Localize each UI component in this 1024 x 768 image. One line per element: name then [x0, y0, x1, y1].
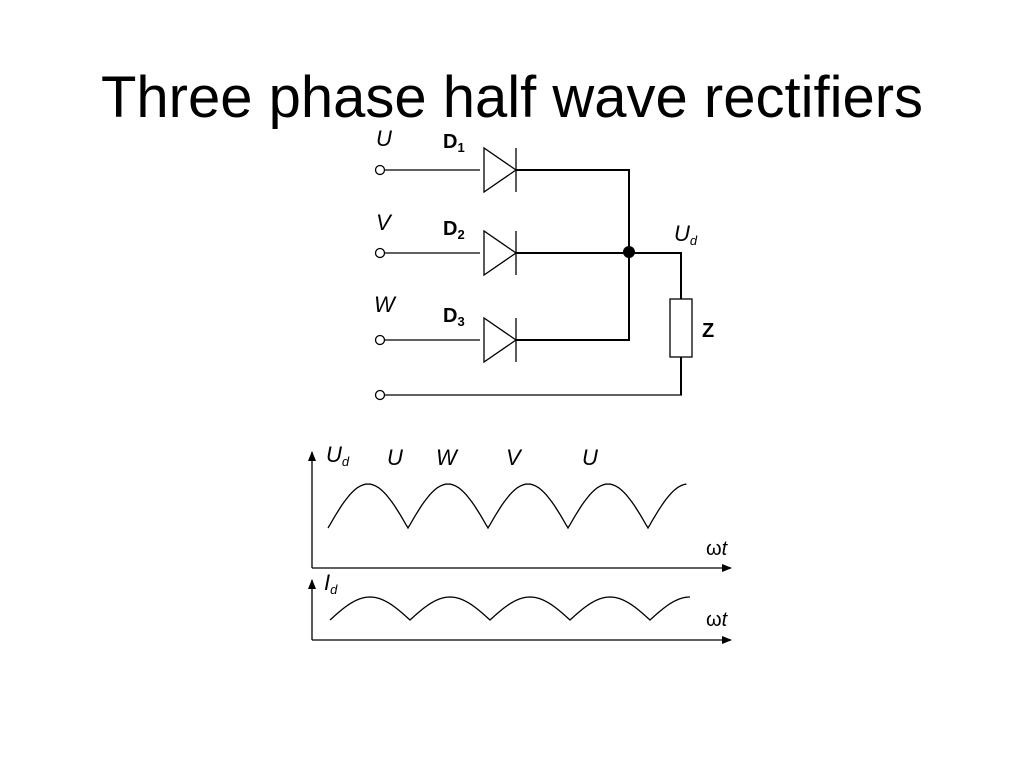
- circuit: U D1 V D2 W: [374, 126, 714, 401]
- slide-title: Three phase half wave rectifiers: [100, 65, 924, 130]
- terminal-v: [374, 247, 386, 259]
- diode-d3-icon: [483, 316, 518, 364]
- diode-label-d3: D3: [443, 305, 465, 329]
- voltage-phase-label-2: W: [436, 445, 459, 470]
- voltage-phase-label-3: V: [506, 445, 523, 470]
- terminal-neutral: [374, 389, 386, 401]
- load-resistor-icon: [669, 298, 693, 358]
- phase-label-w: W: [374, 292, 397, 317]
- diode-label-d1: D1: [443, 131, 465, 155]
- current-plot: Id ωt: [308, 570, 732, 644]
- current-waveform: [329, 596, 690, 621]
- voltage-x-label: ωt: [706, 538, 729, 560]
- phase-row-w: W D3: [374, 292, 629, 364]
- current-y-label: Id: [324, 570, 338, 597]
- phase-label-u: U: [376, 126, 392, 151]
- phase-label-v: V: [376, 210, 393, 235]
- terminal-w: [374, 334, 386, 346]
- voltage-phase-label-4: U: [582, 445, 598, 470]
- diode-d2-icon: [483, 229, 518, 277]
- terminal-u: [374, 164, 386, 176]
- voltage-waveform: [327, 483, 687, 530]
- load-label: Z: [702, 320, 714, 342]
- current-x-label: ωt: [706, 609, 729, 631]
- voltage-plot: Ud U W V U ωt: [308, 442, 732, 572]
- phase-row-u: U D1: [374, 126, 629, 194]
- voltage-y-label: Ud: [326, 442, 350, 469]
- diode-d1-icon: [483, 146, 518, 194]
- output-voltage-label: Ud: [674, 221, 698, 248]
- voltage-phase-label-1: U: [387, 445, 403, 470]
- phase-row-v: V D2: [374, 210, 682, 277]
- diode-label-d2: D2: [443, 218, 465, 242]
- junction-dot: [623, 246, 635, 258]
